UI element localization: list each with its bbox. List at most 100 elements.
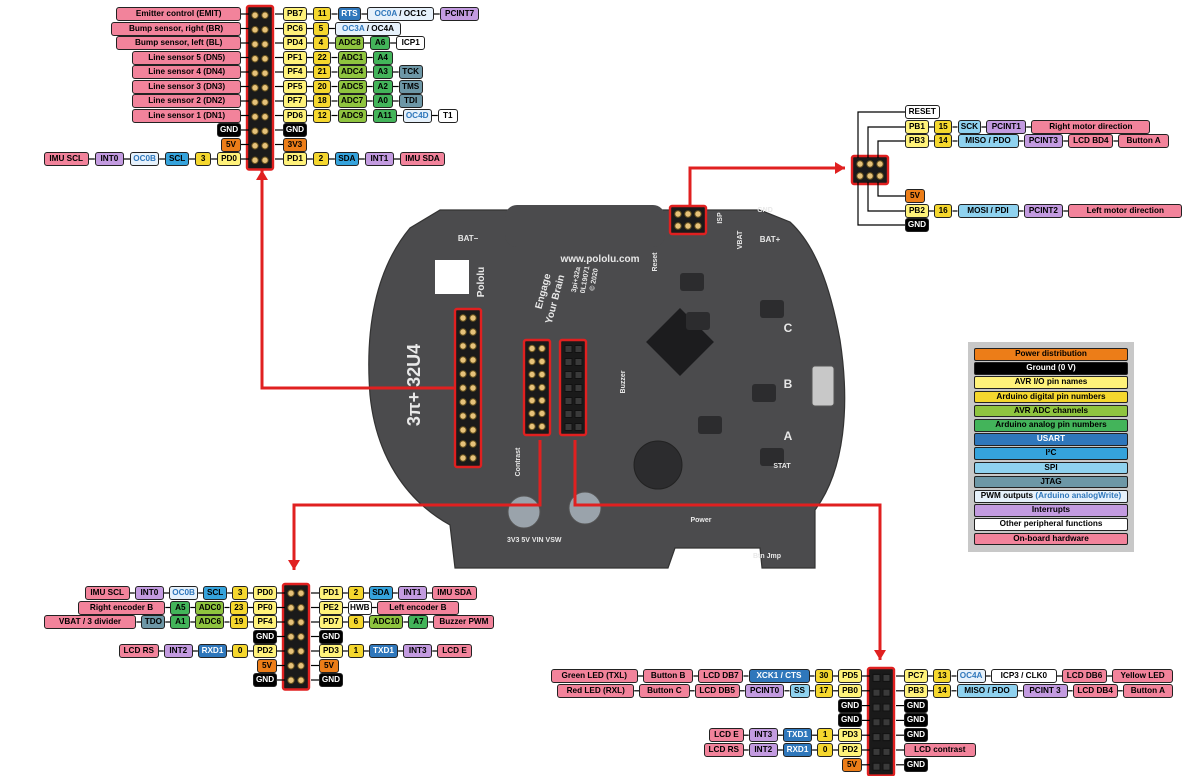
pin-label-oc: OC0A / OC1C (367, 7, 434, 21)
pin-label-text: GND (906, 730, 926, 740)
pin-label-text: HWB (350, 602, 370, 612)
socket-hole (882, 673, 891, 682)
pin-label-text: 5V (323, 660, 334, 670)
pin-label-dig: 2 (347, 586, 364, 600)
header-pin (856, 172, 864, 180)
header-pin (251, 26, 259, 34)
pin-label-text: PD5 (842, 671, 858, 680)
pin-label-int: PCINT0 (744, 683, 785, 698)
socket-hole (574, 345, 583, 353)
pin-label-ext: LCD DB4 (1072, 683, 1118, 698)
pin-label-int: INT2 (748, 743, 778, 757)
legend-item: AVR I/O pin names (974, 376, 1128, 389)
pin-label-text: IMU SCL (49, 154, 84, 163)
pin-label-ext: Bump sensor, left (BL) (116, 36, 241, 50)
pin-label-spi: SCK (957, 120, 982, 134)
header-pin (261, 11, 269, 19)
pin-label-gnd: GND (319, 673, 343, 687)
header-pin (876, 172, 884, 180)
pin-label-text: GND (255, 631, 275, 641)
pin-label-text: 1 (353, 646, 359, 655)
legend-label: Arduino digital pin numbers (996, 391, 1106, 401)
pin-label-text: SCL (168, 154, 186, 163)
pin-label-spi: SS (789, 683, 810, 698)
pin-label-ext: Line sensor 3 (DN3) (132, 79, 241, 94)
pin-label-text: 22 (317, 52, 327, 62)
pin-label-text: ADC1 (340, 52, 364, 62)
header-pin (538, 409, 546, 418)
header-pin (469, 398, 477, 406)
pin-label-text: ICP3 / CLK0 (1000, 671, 1048, 680)
pin-label-avr: PB2 (905, 204, 929, 218)
leader-line (877, 182, 905, 197)
pin-label-adc: ADC9 (337, 108, 367, 123)
pin-label-ext: Line sensor 4 (DN4) (132, 65, 241, 79)
button-footprint (752, 384, 776, 402)
pin-label-avr: PB1 (905, 120, 929, 134)
legend-label: I²C (1045, 448, 1057, 458)
pin-label-oc: OC0B (130, 152, 160, 166)
pin-label-text: TDO (144, 617, 162, 626)
pin-label-avr: PD5 (838, 669, 862, 683)
pin-label-text: A7 (413, 617, 424, 626)
socket-hole (872, 688, 881, 697)
pin-label-gnd: GND (217, 123, 241, 137)
pin-label-text: Line sensor 2 (DN2) (148, 96, 226, 105)
header-pin (261, 156, 269, 164)
pin-label-spi: MOSI / PDI (957, 204, 1019, 218)
board-text-isp: ISP (717, 212, 724, 224)
header-pin (674, 222, 682, 230)
socket-hole (882, 703, 891, 712)
pin-label-uart: XCK1 / CTS (748, 669, 810, 683)
pin-label-text: PD4 (286, 38, 303, 47)
socket-hole (564, 397, 573, 405)
pin-label-gnd: GND (838, 713, 862, 728)
pin-label-dig: 4 (312, 36, 329, 50)
pin-label-ext: LCD contrast (904, 743, 976, 757)
pin-label-gnd: GND (904, 757, 928, 772)
pin-label-oth: ICP3 / CLK0 (990, 669, 1057, 683)
pin-label-text: GND (255, 675, 275, 684)
pin-label-text: 11 (317, 9, 327, 18)
pin-label-avr: PF7 (283, 94, 307, 108)
legend-label: PWM outputs (980, 491, 1034, 500)
pin-label-int: INT2 (163, 644, 193, 658)
pin-label-text: ADC6 (198, 617, 222, 626)
header-pin (251, 40, 259, 48)
pin-label-text: IMU SDA (437, 588, 472, 597)
pin-label-text: GND (285, 125, 305, 134)
board-text-model: 3π+ 32U4 (404, 344, 424, 426)
board-text-part1: 3pi+32a (571, 266, 582, 293)
pin-label-dig: 22 (312, 50, 332, 65)
board-isp-header (668, 204, 708, 236)
pin-label-ext: Line sensor 1 (DN1) (132, 108, 241, 123)
leader-line (877, 140, 905, 158)
header-pin (261, 40, 269, 48)
pin-label-text: INT2 (754, 745, 773, 754)
pin-label-text: PCINT1 (991, 122, 1021, 131)
leader-line (867, 126, 905, 158)
socket-hole (564, 384, 573, 392)
socket-hole (882, 688, 891, 697)
pin-label-text: PB3 (907, 685, 924, 695)
pin-label-text: INT0 (100, 154, 119, 163)
header-pin (287, 633, 295, 641)
buzzer (633, 440, 683, 490)
pin-label-dig: 11 (312, 7, 332, 21)
pin-label-dig: 23 (229, 600, 249, 615)
pin-label-text: VBAT / 3 divider (58, 617, 122, 626)
bottom-left-header (281, 582, 311, 691)
pin-label-text: PCINT0 (750, 685, 780, 695)
pin-label-text: PF4 (257, 617, 273, 626)
pin-label-text: A4 (377, 52, 388, 62)
button-footprint (686, 312, 710, 330)
pin-label-avr: PD0 (217, 152, 241, 166)
header-pin (251, 98, 259, 106)
pin-label-avr: PD3 (838, 728, 862, 743)
pin-label-text: OC0A (374, 9, 397, 18)
socket-hole (564, 423, 573, 431)
pin-label-avr: PD2 (253, 644, 277, 658)
legend-item: Arduino digital pin numbers (974, 390, 1128, 404)
socket-hole (872, 747, 881, 756)
